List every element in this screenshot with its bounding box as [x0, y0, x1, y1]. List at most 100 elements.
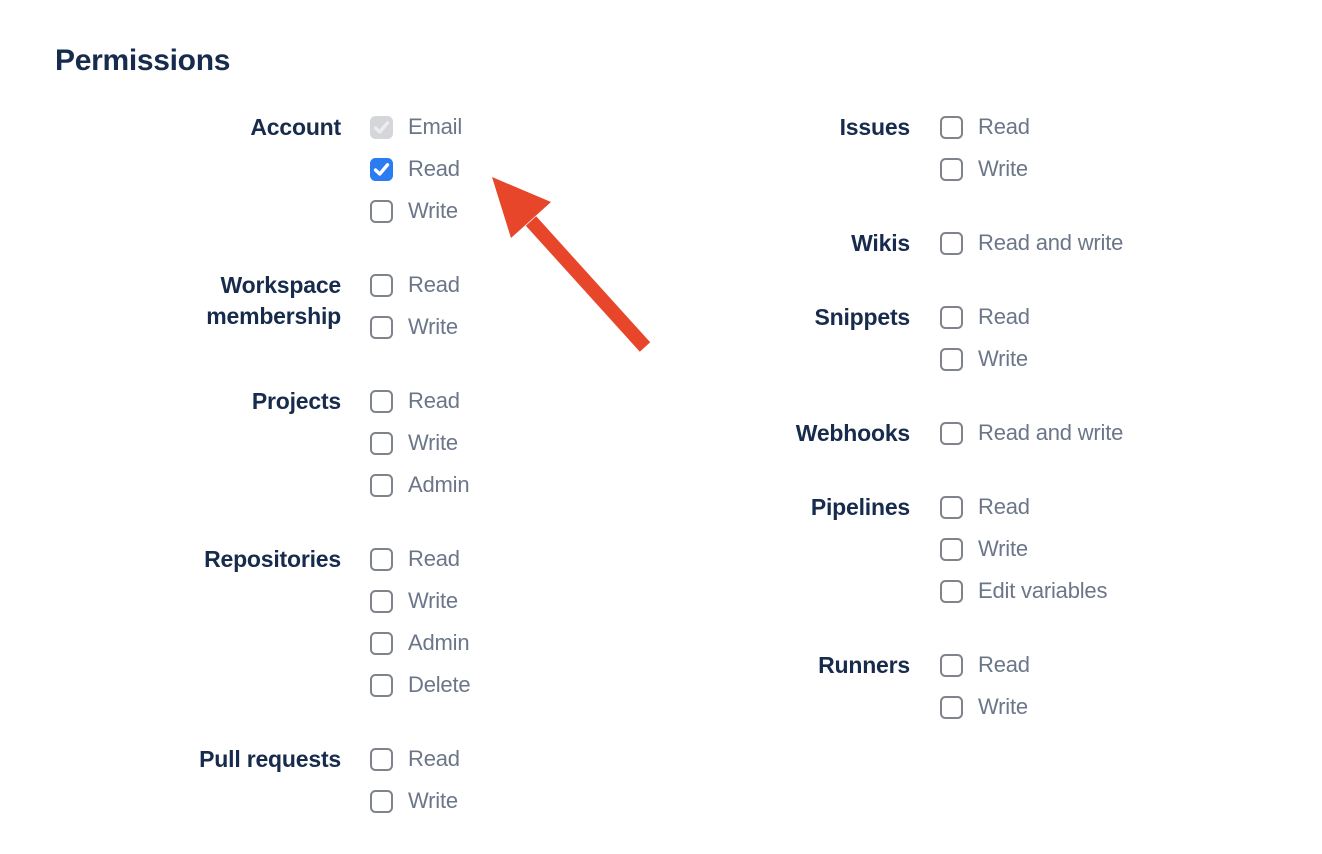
- checkbox-repositories-admin[interactable]: [370, 631, 393, 655]
- checkbox-wikis-read-and-write[interactable]: [940, 231, 963, 255]
- permission-group-label-pull-requests: Pull requests: [199, 746, 341, 772]
- permission-options-repositories: Read Write Admin Delete: [370, 538, 471, 706]
- permission-group-projects: Projects Read Write Admin: [161, 380, 470, 506]
- checkbox-label-workspace-membership-write: Write: [408, 314, 458, 339]
- permission-option-repositories-admin[interactable]: Admin: [370, 622, 470, 664]
- permission-option-projects-admin[interactable]: Admin: [370, 464, 470, 506]
- checkbox-account-read[interactable]: [370, 157, 393, 181]
- checkbox-label-pipelines-edit-variables: Edit variables: [978, 578, 1108, 603]
- checkbox-label-account-write: Write: [408, 198, 458, 223]
- permission-option-pull-requests-write[interactable]: Write: [370, 780, 460, 822]
- checkbox-workspace-membership-write[interactable]: [370, 315, 393, 339]
- permissions-column-right: Issues Read Write Wikis Read: [740, 106, 1124, 760]
- red-arrow-head: [492, 177, 551, 238]
- permission-option-wikis-read-and-write[interactable]: Read and write: [940, 222, 1123, 264]
- checkbox-snippets-write[interactable]: [940, 347, 963, 371]
- permission-option-webhooks-read-and-write[interactable]: Read and write: [940, 412, 1123, 454]
- checkbox-label-projects-read: Read: [408, 388, 460, 413]
- checkbox-pull-requests-read[interactable]: [370, 747, 393, 771]
- checkbox-pipelines-read[interactable]: [940, 495, 963, 519]
- permission-option-workspace-membership-write[interactable]: Write: [370, 306, 460, 348]
- checkbox-workspace-membership-read[interactable]: [370, 273, 393, 297]
- permission-group-label-repositories: Repositories: [204, 546, 341, 572]
- permission-options-webhooks: Read and write: [940, 412, 1123, 454]
- checkbox-label-snippets-write: Write: [978, 346, 1028, 371]
- permission-option-pull-requests-read[interactable]: Read: [370, 738, 460, 780]
- checkbox-repositories-read[interactable]: [370, 547, 393, 571]
- checkbox-webhooks-read-and-write[interactable]: [940, 421, 963, 445]
- permission-group-runners: Runners Read Write: [740, 644, 1123, 728]
- permission-option-repositories-write[interactable]: Write: [370, 580, 470, 622]
- permission-options-issues: Read Write: [940, 106, 1030, 190]
- checkbox-label-projects-admin: Admin: [408, 472, 470, 497]
- permission-options-projects: Read Write Admin: [370, 380, 470, 506]
- permission-option-repositories-delete[interactable]: Delete: [370, 664, 471, 706]
- permission-option-issues-write[interactable]: Write: [940, 148, 1030, 190]
- checkbox-label-repositories-write: Write: [408, 588, 458, 613]
- checkbox-label-runners-write: Write: [978, 694, 1028, 719]
- permission-group-label-snippets: Snippets: [814, 304, 910, 330]
- permission-group-label-issues: Issues: [839, 114, 911, 140]
- checkbox-label-pull-requests-read: Read: [408, 746, 460, 771]
- permission-options-account: Email Read Write: [370, 106, 462, 232]
- red-arrow-shaft: [525, 216, 651, 352]
- permission-group-wikis: Wikis Read and write: [740, 222, 1123, 264]
- permission-option-repositories-read[interactable]: Read: [370, 538, 470, 580]
- permission-group-snippets: Snippets Read Write: [740, 296, 1123, 380]
- checkbox-label-repositories-admin: Admin: [408, 630, 470, 655]
- checkbox-label-wikis-read-and-write: Read and write: [978, 230, 1124, 255]
- permission-option-runners-read[interactable]: Read: [940, 644, 1030, 686]
- check-icon: [373, 162, 390, 176]
- permission-option-snippets-read[interactable]: Read: [940, 296, 1030, 338]
- permission-option-issues-read[interactable]: Read: [940, 106, 1030, 148]
- checkbox-label-repositories-delete: Delete: [408, 672, 471, 697]
- permission-option-workspace-membership-read[interactable]: Read: [370, 264, 460, 306]
- permission-option-pipelines-edit-variables[interactable]: Edit variables: [940, 570, 1107, 612]
- checkbox-label-snippets-read: Read: [978, 304, 1030, 329]
- checkbox-label-pull-requests-write: Write: [408, 788, 458, 813]
- checkbox-label-pipelines-write: Write: [978, 536, 1028, 561]
- checkbox-projects-read[interactable]: [370, 389, 393, 413]
- checkbox-label-account-email: Email: [408, 114, 463, 139]
- checkbox-account-write[interactable]: [370, 199, 393, 223]
- permission-group-label-workspace-membership: Workspace membership: [206, 272, 341, 329]
- checkbox-projects-write[interactable]: [370, 431, 393, 455]
- permission-group-pipelines: Pipelines Read Write Edit variables: [740, 486, 1123, 612]
- permission-option-runners-write[interactable]: Write: [940, 686, 1030, 728]
- permission-option-snippets-write[interactable]: Write: [940, 338, 1030, 380]
- checkbox-repositories-write[interactable]: [370, 589, 393, 613]
- permission-group-issues: Issues Read Write: [740, 106, 1123, 190]
- checkbox-pipelines-edit-variables[interactable]: [940, 579, 963, 603]
- permission-group-account: Account Email Read Write: [161, 106, 470, 232]
- checkbox-pipelines-write[interactable]: [940, 537, 963, 561]
- permission-option-pipelines-read[interactable]: Read: [940, 486, 1107, 528]
- checkbox-label-projects-write: Write: [408, 430, 458, 455]
- checkbox-label-workspace-membership-read: Read: [408, 272, 460, 297]
- permission-group-label-account: Account: [250, 114, 341, 140]
- permission-options-runners: Read Write: [940, 644, 1030, 728]
- checkbox-label-repositories-read: Read: [408, 546, 460, 571]
- checkbox-projects-admin[interactable]: [370, 473, 393, 497]
- permission-options-wikis: Read and write: [940, 222, 1123, 264]
- permission-option-account-write[interactable]: Write: [370, 190, 462, 232]
- permission-group-workspace-membership: Workspace membership Read Write: [161, 264, 470, 348]
- permission-option-account-email: Email: [370, 106, 462, 148]
- permission-group-label-pipelines: Pipelines: [810, 494, 910, 520]
- permission-options-pipelines: Read Write Edit variables: [940, 486, 1107, 612]
- checkbox-repositories-delete[interactable]: [370, 673, 393, 697]
- permission-options-snippets: Read Write: [940, 296, 1030, 380]
- checkbox-runners-write[interactable]: [940, 695, 963, 719]
- permission-group-label-runners: Runners: [818, 652, 910, 678]
- permissions-heading: Permissions: [55, 44, 231, 77]
- checkbox-pull-requests-write[interactable]: [370, 789, 393, 813]
- permission-option-projects-write[interactable]: Write: [370, 422, 469, 464]
- checkbox-snippets-read[interactable]: [940, 305, 963, 329]
- permission-option-projects-read[interactable]: Read: [370, 380, 469, 422]
- checkbox-label-issues-read: Read: [978, 114, 1030, 139]
- checkbox-issues-read[interactable]: [940, 115, 963, 139]
- permission-group-webhooks: Webhooks Read and write: [740, 412, 1124, 454]
- checkbox-runners-read[interactable]: [940, 653, 963, 677]
- permission-option-account-read[interactable]: Read: [370, 148, 462, 190]
- permission-option-pipelines-write[interactable]: Write: [940, 528, 1107, 570]
- checkbox-issues-write[interactable]: [940, 157, 963, 181]
